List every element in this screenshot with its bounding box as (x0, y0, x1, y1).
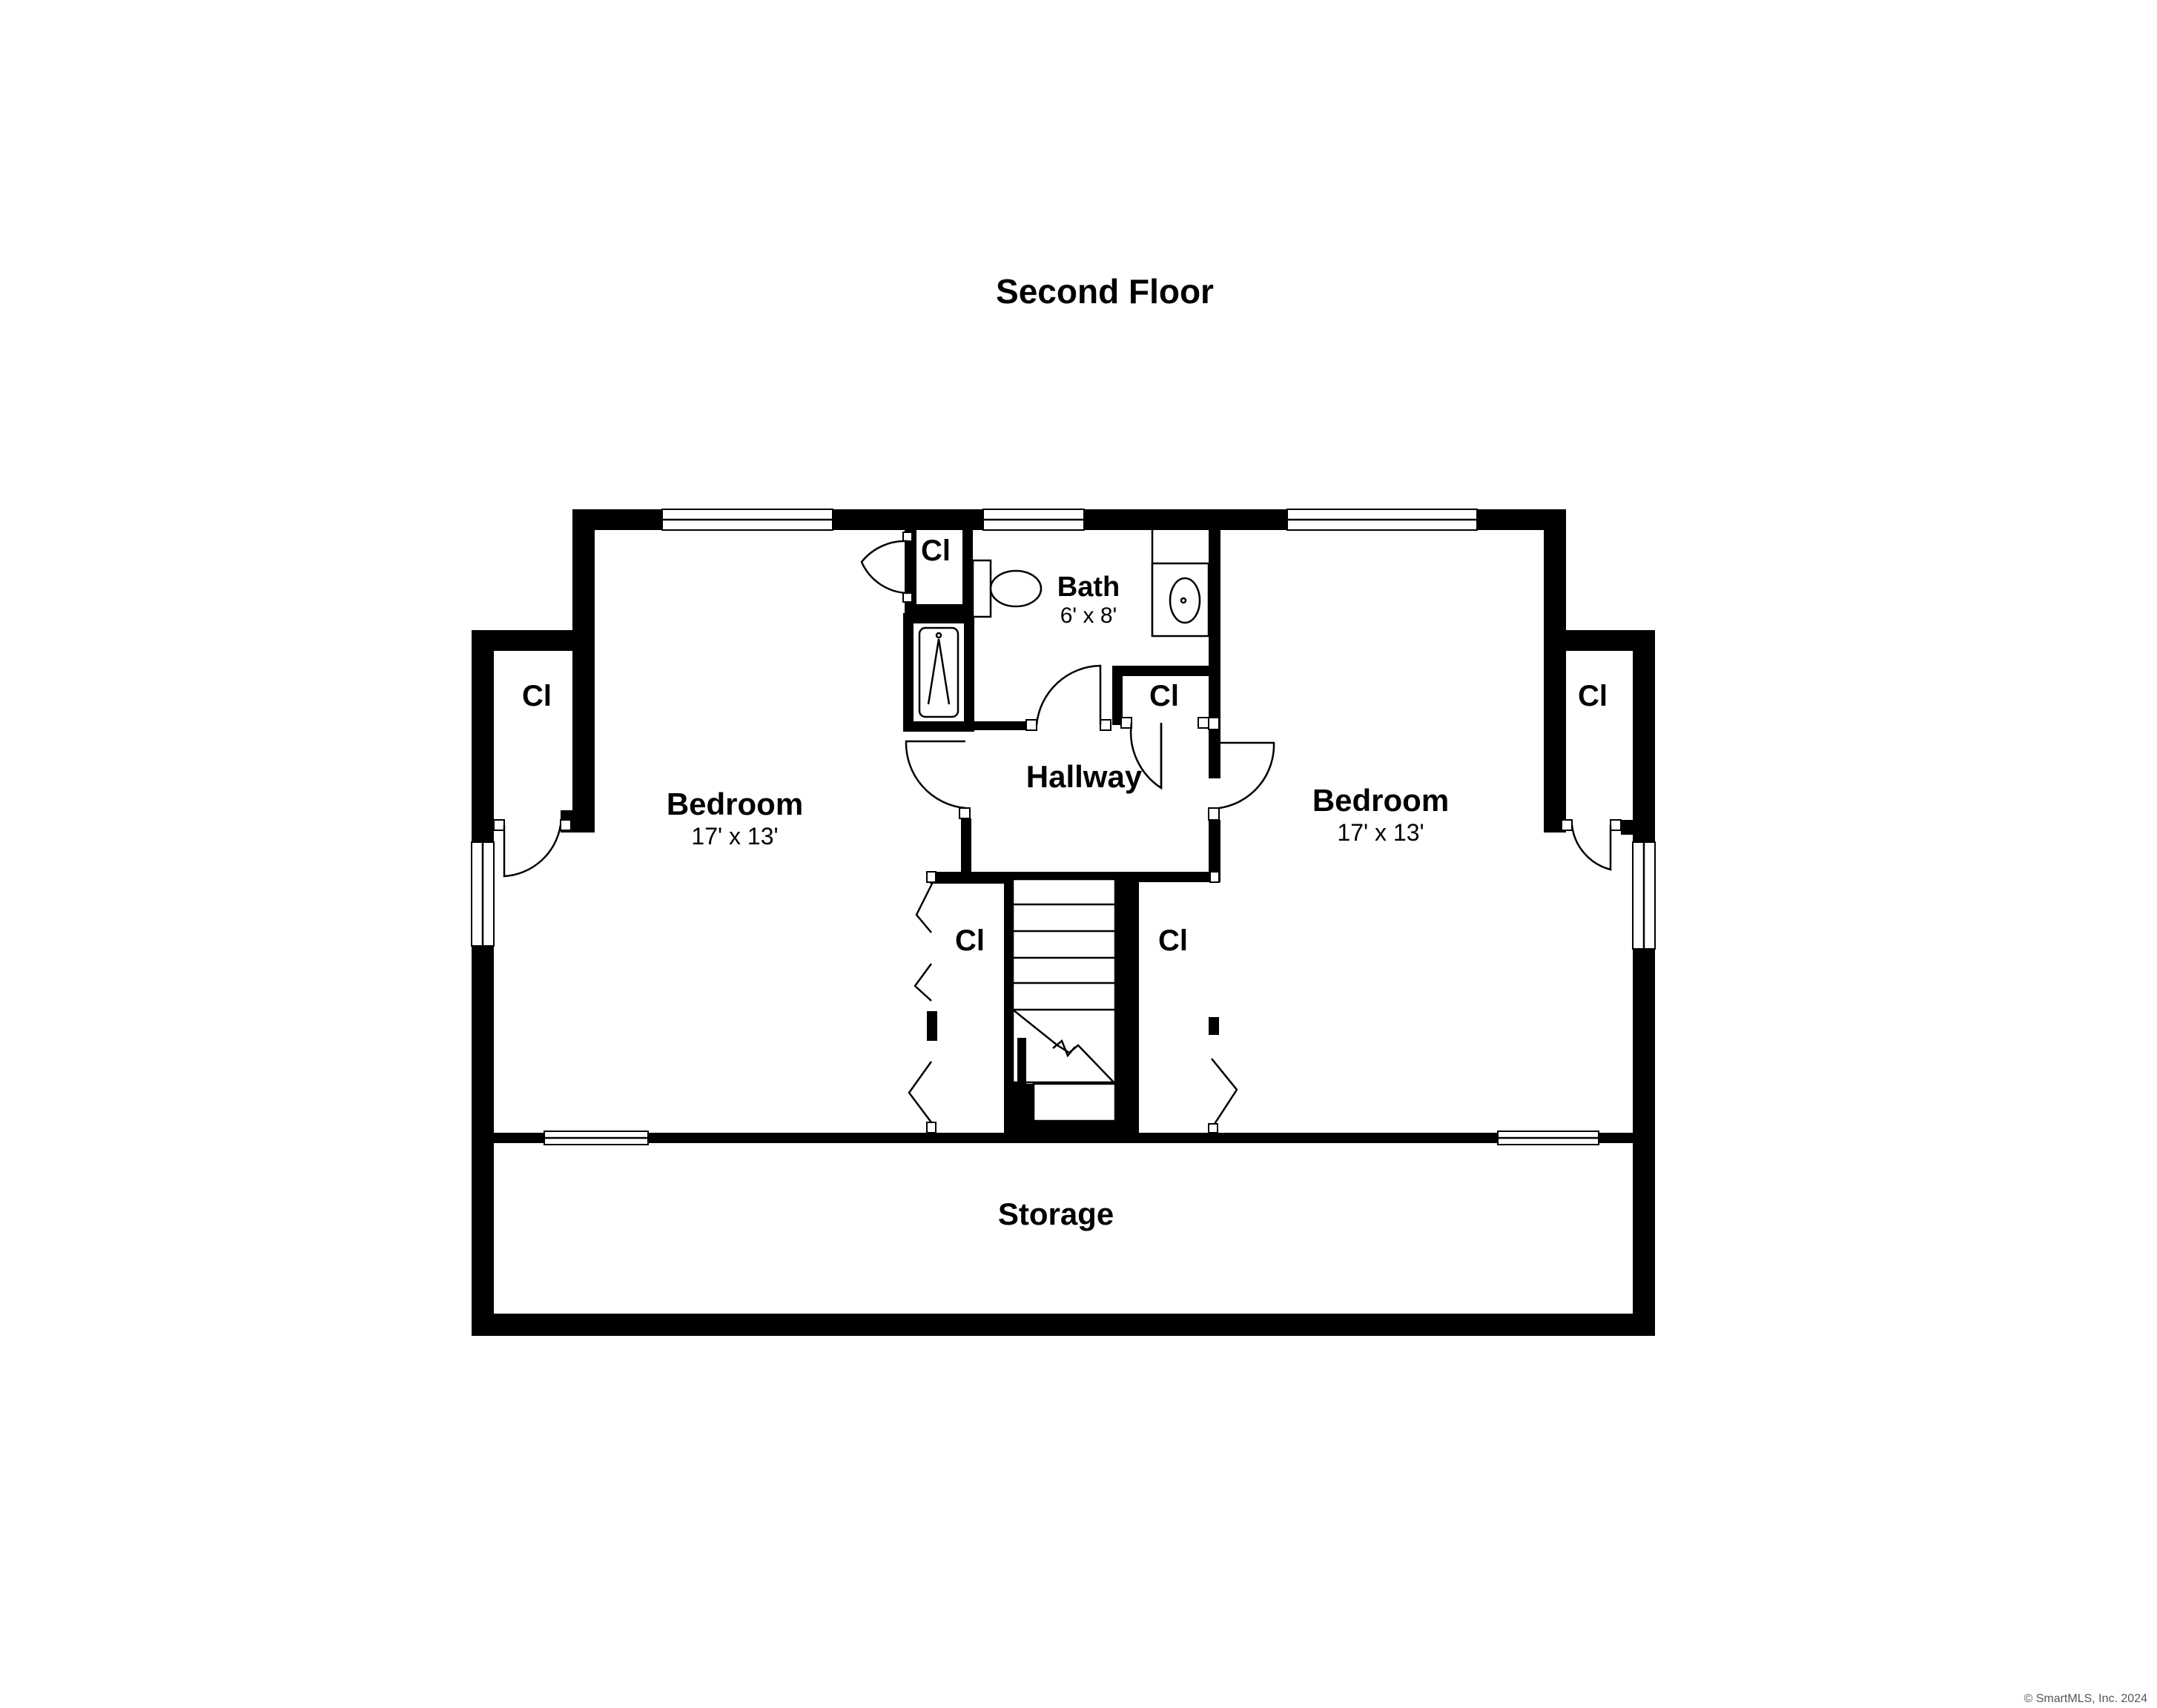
stair-area (908, 871, 1238, 1143)
room-label-storage: Storage (998, 1196, 1114, 1231)
room-label-bedroom-right: Bedroom (1312, 783, 1449, 818)
exterior-walls (472, 509, 1655, 1336)
copyright-text: © SmartMLS, Inc. 2024 (2024, 1692, 2147, 1705)
plan-title: Second Floor (996, 272, 1214, 311)
storage-doors (544, 1131, 1599, 1145)
room-label-closet-lower-right: Cl (1158, 924, 1188, 957)
room-label-hallway: Hallway (1026, 759, 1143, 794)
room-size-bedroom-right: 17' x 13' (1337, 819, 1424, 846)
room-label-bath: Bath (1057, 572, 1120, 603)
room-labels: Bedroom 17' x 13' Bedroom 17' x 13' Bath… (522, 534, 1608, 1231)
right-closet-walls (1544, 651, 1633, 871)
room-label-bedroom-left: Bedroom (667, 787, 803, 821)
windows (471, 509, 1656, 950)
room-label-closet-right: Cl (1578, 680, 1608, 712)
left-closet-walls (493, 651, 595, 878)
room-label-closet-left: Cl (522, 680, 552, 712)
room-size-bedroom-left: 17' x 13' (691, 823, 778, 850)
room-label-closet-hall: Cl (1149, 680, 1179, 712)
room-size-bath: 6' x 8' (1060, 603, 1117, 628)
room-label-closet-bath: Cl (921, 534, 951, 567)
room-label-closet-lower-left: Cl (955, 924, 985, 957)
